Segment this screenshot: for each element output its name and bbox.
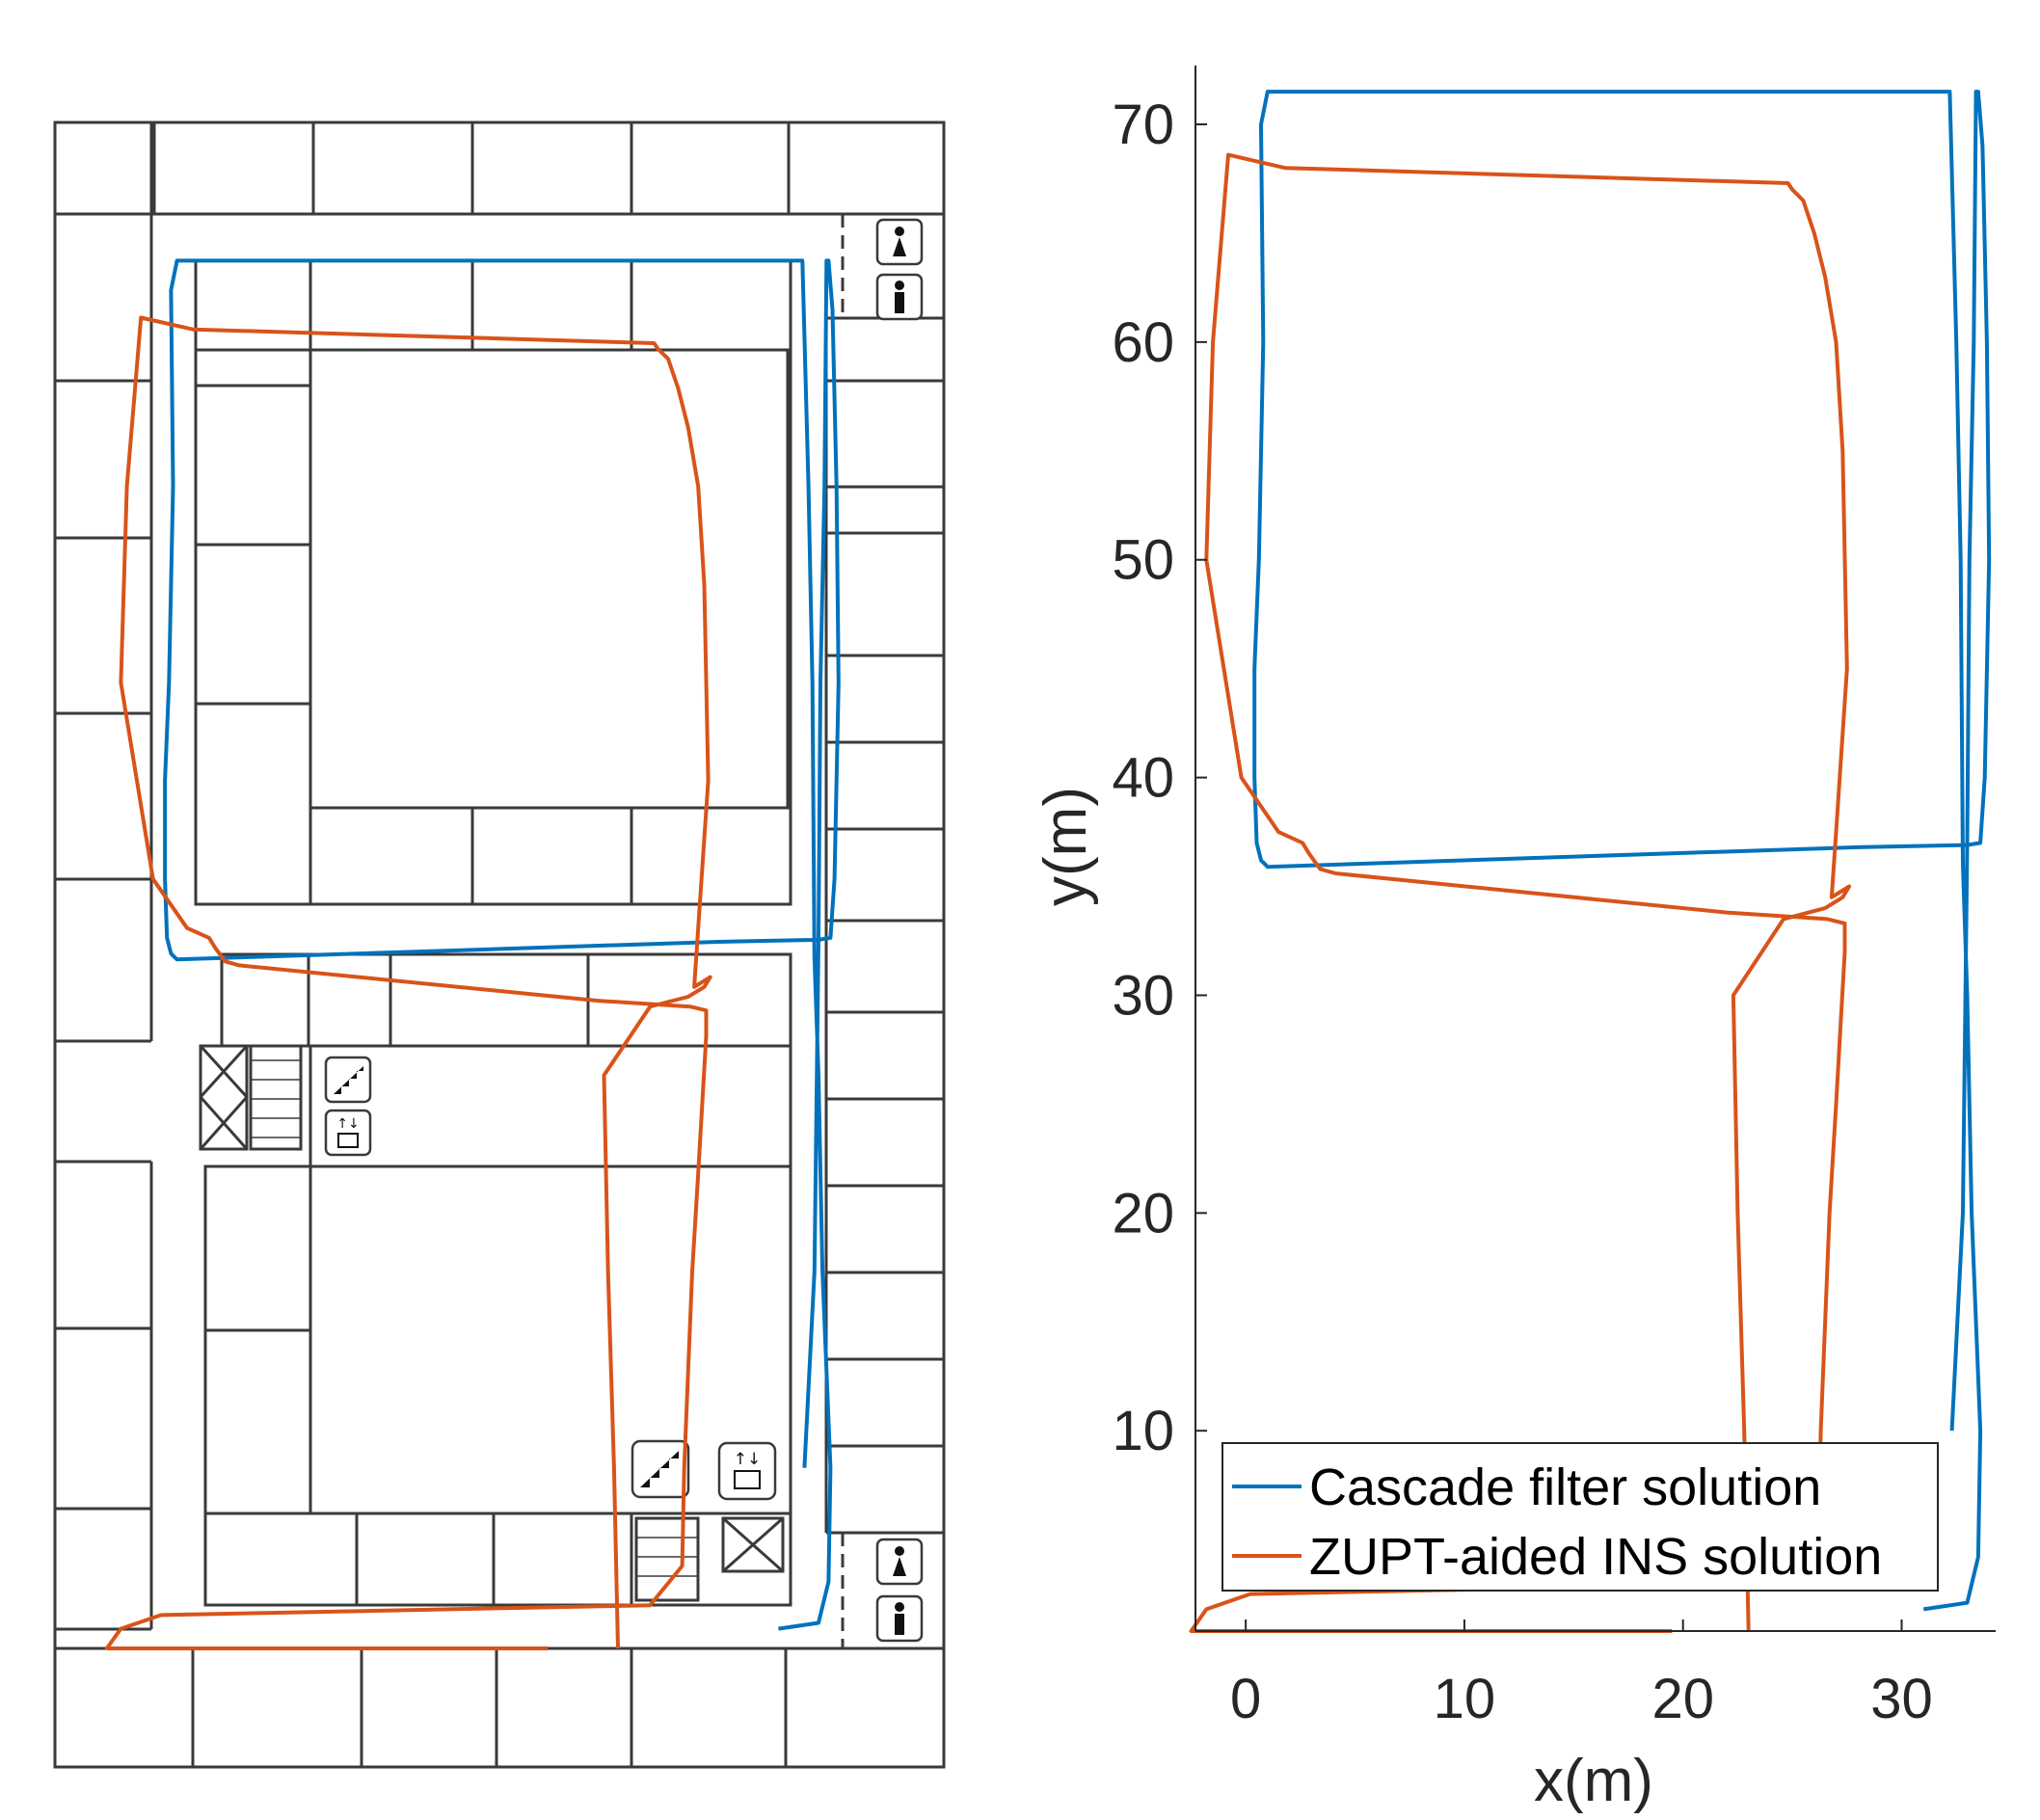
y-tick-label: 40 bbox=[1112, 747, 1174, 810]
y-tick-label: 70 bbox=[1112, 94, 1174, 156]
x-axis-label: x(m) bbox=[1534, 1748, 1653, 1814]
female-restroom-icon bbox=[875, 218, 924, 266]
svg-text:↑↓: ↑↓ bbox=[336, 1116, 359, 1132]
series-line-zupt bbox=[1189, 152, 1852, 1633]
y-tick-label: 20 bbox=[1112, 1182, 1174, 1245]
building-outline bbox=[53, 120, 946, 1769]
legend-label-cascade: Cascade filter solution bbox=[1309, 1459, 1821, 1516]
plot-axes bbox=[1194, 66, 1996, 1632]
x-tick-label: 10 bbox=[1434, 1668, 1496, 1730]
legend-box bbox=[1221, 1442, 1939, 1592]
x-tick-label: 0 bbox=[1230, 1668, 1261, 1730]
stairs-icon bbox=[324, 1056, 372, 1104]
x-tick-labels: 0 10 20 30 bbox=[1230, 1668, 1933, 1730]
svg-text:↑↓: ↑↓ bbox=[734, 1450, 762, 1469]
y-tick-label: 60 bbox=[1112, 311, 1174, 374]
series-line-cascade bbox=[1252, 90, 1992, 1612]
stairs-icon bbox=[631, 1439, 690, 1499]
legend-label-zupt: ZUPT-aided INS solution bbox=[1309, 1528, 1882, 1586]
floorplan-line-zupt bbox=[104, 315, 712, 1650]
y-tick-label: 50 bbox=[1112, 529, 1174, 592]
male-restroom-icon bbox=[875, 1594, 924, 1643]
y-tick-label: 10 bbox=[1112, 1400, 1174, 1462]
y-axis-label: y(m) bbox=[1033, 787, 1099, 906]
y-tick-label: 30 bbox=[1112, 964, 1174, 1027]
trajectory-plot: 0 10 20 30 10 20 30 40 50 60 70 x(m) y(m) Cascade… bbox=[1033, 66, 1996, 1814]
elevator-icon: ↑↓ bbox=[717, 1441, 777, 1501]
legend: Cascade filter solution ZUPT-aided INS s… bbox=[1221, 1442, 1939, 1592]
floorplan-trajectories bbox=[104, 258, 841, 1650]
plot-series-lines bbox=[1189, 90, 1992, 1633]
elevator-icon: ↑↓ bbox=[324, 1109, 372, 1157]
floorplan-icons: ↑↓ ↑↓ bbox=[324, 218, 924, 1643]
y-tick-labels: 10 20 30 40 50 60 70 bbox=[1112, 94, 1174, 1462]
x-tick-label: 30 bbox=[1870, 1668, 1933, 1730]
floor-plan bbox=[53, 120, 946, 1769]
x-tick-label: 20 bbox=[1651, 1668, 1714, 1730]
floorplan-line-cascade bbox=[163, 258, 841, 1631]
female-restroom-icon bbox=[875, 1538, 924, 1586]
male-restroom-icon bbox=[875, 273, 924, 321]
